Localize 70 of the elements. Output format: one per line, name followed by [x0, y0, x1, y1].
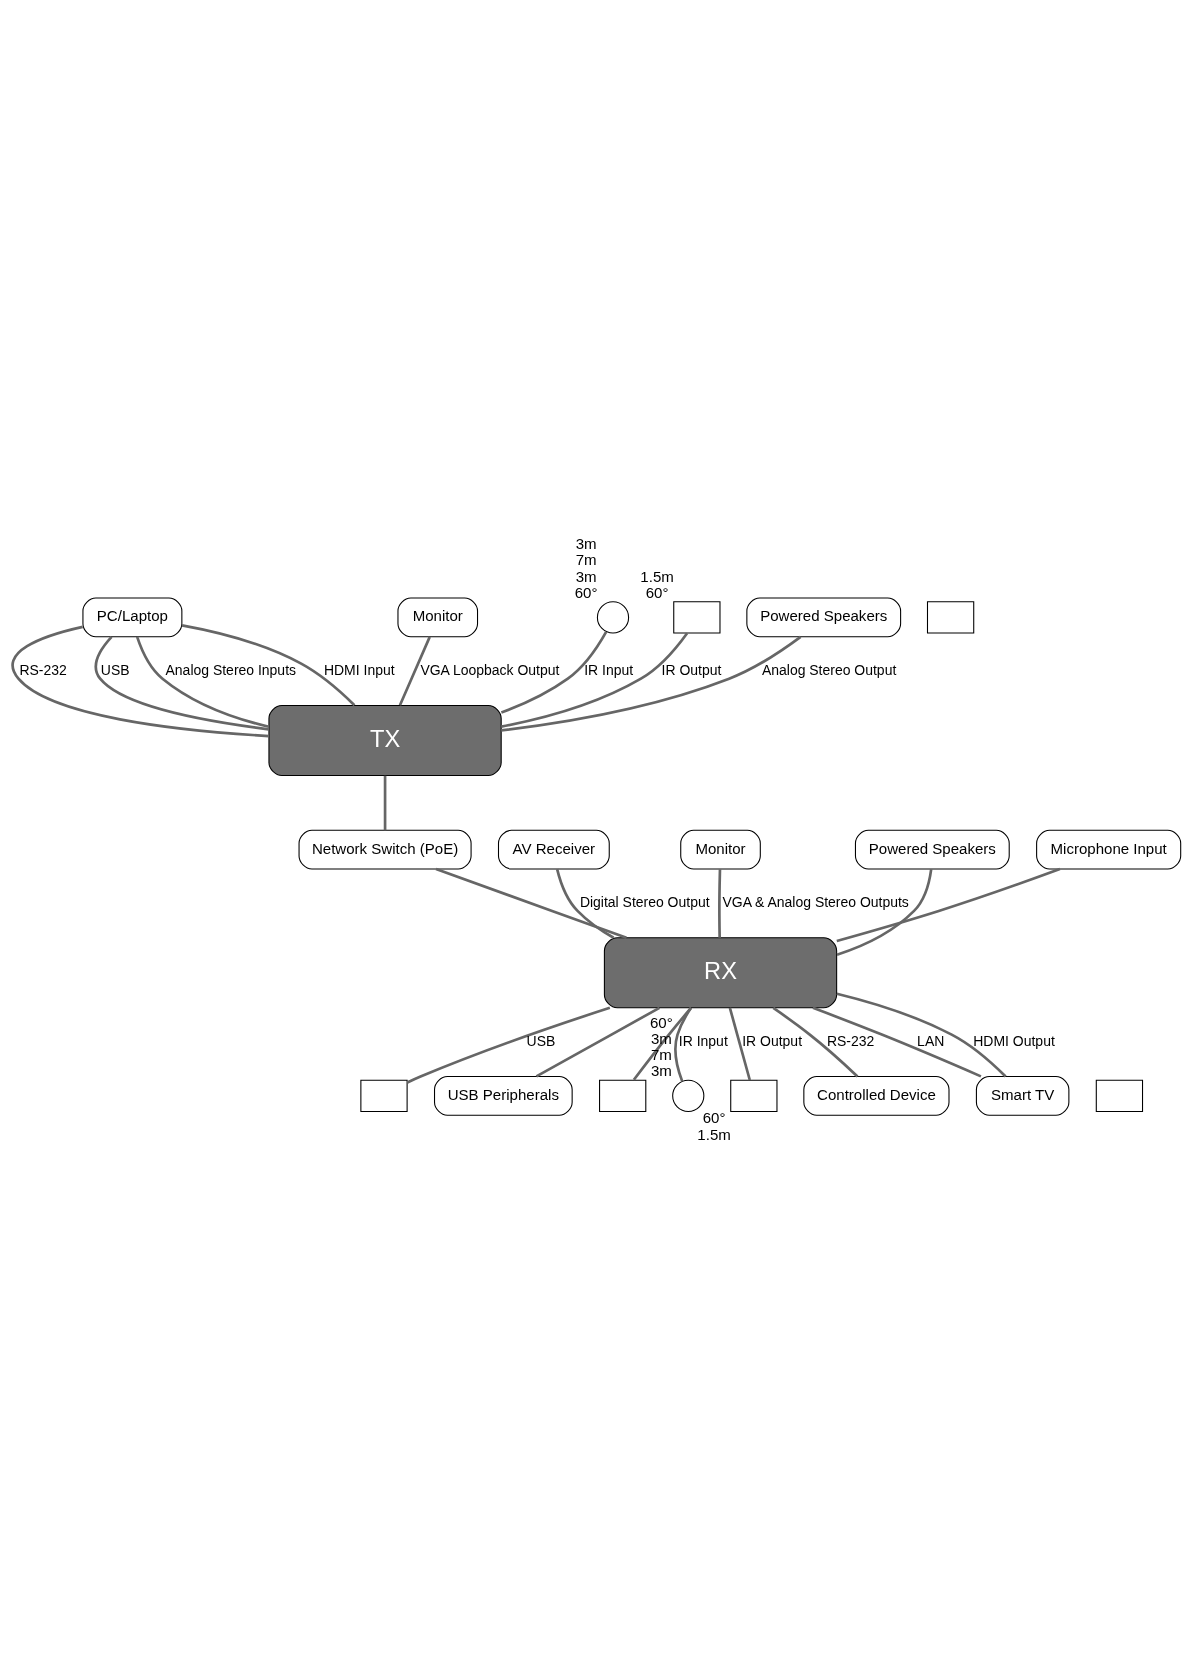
node-box: TX — [268, 704, 502, 776]
node-box: Powered Speakers — [746, 597, 902, 637]
connector — [406, 1006, 611, 1084]
node-label: 3m — [650, 1061, 672, 1079]
connector — [772, 1006, 859, 1077]
node-circle — [596, 600, 630, 634]
node-label: 60° — [650, 1013, 673, 1031]
node-box — [926, 600, 975, 634]
connector — [398, 635, 431, 706]
node-label: 7m — [575, 550, 597, 568]
node-box: Smart TV — [975, 1075, 1070, 1116]
edge-label: IR Input — [584, 661, 634, 678]
connector — [501, 631, 689, 728]
node-box: PC/Laptop — [82, 597, 183, 637]
connector — [135, 635, 270, 728]
node-box: RX — [603, 936, 838, 1008]
connector — [728, 1007, 752, 1080]
edge-label: IR Output — [742, 1032, 803, 1049]
node-label: 3m — [575, 534, 597, 552]
connector — [500, 630, 608, 714]
edge-label: USB — [526, 1032, 556, 1049]
node-label: 60° — [645, 583, 669, 601]
connector — [11, 625, 269, 737]
node-label: 1.5m — [640, 567, 674, 585]
node-box — [1095, 1079, 1144, 1112]
node-box — [673, 600, 721, 634]
connector — [632, 1006, 693, 1081]
connector — [836, 867, 1061, 942]
node-box — [360, 1079, 408, 1112]
connector — [836, 991, 1007, 1077]
edge-label: LAN — [917, 1032, 945, 1049]
edge-label: RS-232 — [826, 1032, 875, 1049]
edge-label: VGA & Analog Stereo Outputs — [722, 893, 909, 910]
node-label: 1.5m — [697, 1125, 731, 1143]
connector — [181, 623, 356, 706]
edge-label: HDMI Output — [973, 1032, 1055, 1049]
node-label: 60° — [574, 583, 598, 601]
connector — [383, 775, 387, 830]
edge-label: Analog Stereo Output — [761, 661, 897, 678]
node-circle — [672, 1079, 705, 1112]
connector — [812, 1006, 982, 1078]
node-box: USB Peripherals — [433, 1075, 573, 1116]
edge-label: HDMI Input — [323, 661, 395, 678]
node-box: Monitor — [397, 597, 479, 637]
node-box: Monitor — [680, 829, 761, 870]
node-box: Controlled Device — [803, 1075, 950, 1116]
connector — [555, 868, 615, 939]
edge-label: RS-232 — [19, 661, 67, 678]
connector — [674, 1006, 693, 1082]
connector — [535, 1006, 661, 1078]
node-box — [599, 1079, 647, 1112]
node-label: 3m — [575, 567, 597, 585]
node-box — [730, 1079, 778, 1112]
edge-label: IR Output — [661, 661, 722, 678]
connector — [435, 867, 627, 939]
node-box: Powered Speakers — [854, 829, 1010, 870]
edge-label: VGA Loopback Output — [420, 661, 560, 678]
node-box: AV Receiver — [497, 829, 610, 870]
connector — [94, 635, 269, 731]
node-label: 60° — [702, 1108, 726, 1126]
node-box: Network Switch (PoE) — [298, 829, 472, 870]
connector — [718, 868, 722, 938]
edge-label: Analog Stereo Inputs — [165, 661, 297, 678]
node-label: 7m — [650, 1045, 672, 1063]
edge-label: IR Input — [678, 1032, 728, 1049]
edge-label: Digital Stereo Output — [579, 893, 710, 910]
edge-label: USB — [100, 661, 130, 678]
connector — [501, 635, 802, 732]
node-box: Microphone Input — [1036, 829, 1182, 870]
connector — [836, 868, 933, 956]
